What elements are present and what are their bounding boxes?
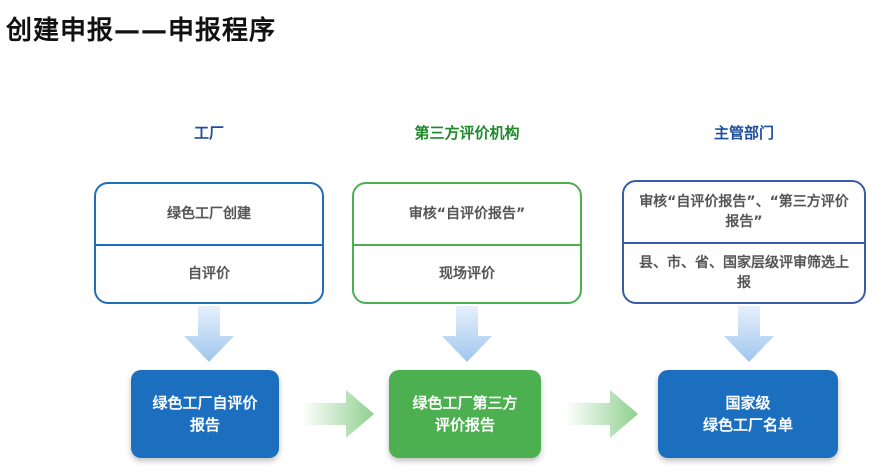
step-review-reports: 审核“自评价报告”、“第三方评价报告” <box>639 194 849 230</box>
step-self-evaluation: 自评价 <box>188 266 230 282</box>
result-third-party-report: 绿色工厂第三方 评价报告 <box>389 370 541 458</box>
step-multi-level-screening: 县、市、省、国家层级评审筛选上报 <box>639 255 849 291</box>
down-arrow-icon <box>442 306 492 362</box>
result-national-green-factory-list: 国家级 绿色工厂名单 <box>658 370 838 458</box>
column-heading-authority: 主管部门 <box>713 124 774 142</box>
step-review-self-report: 审核“自评价报告” <box>408 206 526 222</box>
column-heading-third-party: 第三方评价机构 <box>414 124 520 142</box>
step-onsite-evaluation: 现场评价 <box>439 266 495 282</box>
third-party-steps-box: 审核“自评价报告” 现场评价 <box>352 182 582 304</box>
step-divider <box>96 244 322 246</box>
result-self-evaluation-report: 绿色工厂自评价 报告 <box>131 370 279 458</box>
right-arrow-icon <box>566 390 638 438</box>
factory-steps-box: 绿色工厂创建 自评价 <box>94 182 324 304</box>
column-heading-factory: 工厂 <box>193 124 224 142</box>
result-line: 评价报告 <box>434 416 495 434</box>
down-arrow-icon <box>184 306 234 362</box>
result-line: 国家级 <box>725 394 771 412</box>
step-green-factory-creation: 绿色工厂创建 <box>167 206 251 222</box>
page-title: 创建申报——申报程序 <box>6 16 277 46</box>
result-line: 绿色工厂自评价 <box>152 394 258 412</box>
result-line: 报告 <box>189 416 220 434</box>
down-arrow-icon <box>724 306 774 362</box>
step-divider <box>624 242 864 244</box>
result-line: 绿色工厂名单 <box>702 416 793 434</box>
right-arrow-icon <box>302 390 374 438</box>
result-line: 绿色工厂第三方 <box>412 394 518 412</box>
authority-steps-box: 审核“自评价报告”、“第三方评价报告” 县、市、省、国家层级评审筛选上报 <box>622 180 866 304</box>
step-divider <box>354 244 580 246</box>
